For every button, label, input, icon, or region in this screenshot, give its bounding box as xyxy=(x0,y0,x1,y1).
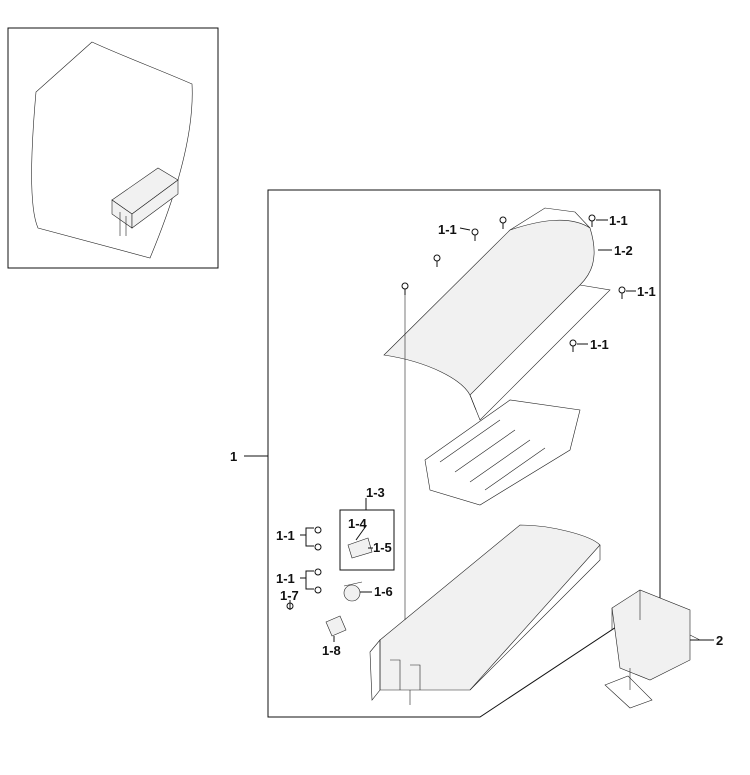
sub-part xyxy=(347,537,373,559)
callout-1-1: 1-1 xyxy=(438,222,457,237)
screw-icon xyxy=(471,228,479,241)
heater-cover xyxy=(383,207,611,421)
heater-housing xyxy=(369,524,601,705)
callout-1-6: 1-6 xyxy=(374,584,393,599)
screw-icon xyxy=(314,586,322,594)
screw-icon xyxy=(588,214,596,227)
callout-1-4: 1-4 xyxy=(348,516,368,531)
screw-icon xyxy=(499,216,507,229)
screw-icon xyxy=(433,254,441,267)
inset-heater-part xyxy=(111,167,179,236)
heater-coil-plate xyxy=(424,399,581,506)
callout-1-1: 1-1 xyxy=(637,284,656,299)
kit-box xyxy=(339,509,395,571)
callout-1-1: 1-1 xyxy=(590,337,609,352)
callout-2: 2 xyxy=(716,633,723,648)
screw-icon xyxy=(618,286,626,299)
screw-icon xyxy=(314,526,322,534)
callout-1-5: 1-5 xyxy=(373,540,392,555)
callout-1: 1 xyxy=(230,449,237,464)
inset-overview xyxy=(7,27,219,269)
callout-1-1: 1-1 xyxy=(609,213,628,228)
callout-1-7: 1-7 xyxy=(280,588,299,603)
callout-1-2: 1-2 xyxy=(614,243,633,258)
callout-1-8: 1-8 xyxy=(322,643,341,658)
callout-1-3: 1-3 xyxy=(366,485,385,500)
screw-icon xyxy=(569,339,577,352)
thermostat-icon xyxy=(343,581,363,602)
mounting-bracket xyxy=(604,589,701,709)
callout-1-1: 1-1 xyxy=(276,571,295,586)
small-bracket xyxy=(325,615,347,637)
screw-icon xyxy=(401,282,409,295)
leader-lines xyxy=(244,219,714,642)
screw-icon xyxy=(314,568,322,576)
screw-icon xyxy=(314,543,322,551)
assembly-frame xyxy=(267,189,661,718)
callout-1-1: 1-1 xyxy=(276,528,295,543)
